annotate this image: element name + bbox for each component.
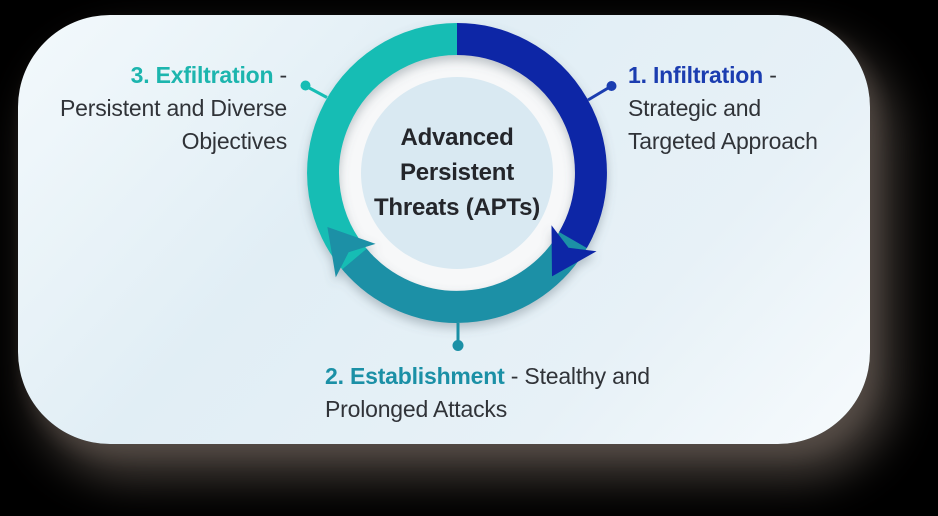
hub-title-line: Persistent <box>399 159 515 186</box>
hub-title-line: Advanced <box>400 124 514 151</box>
step-separator: - <box>273 62 288 88</box>
step-separator: - <box>763 62 777 88</box>
step-name-infiltration: 1. Infiltration <box>628 62 764 88</box>
step-desc-line: Strategic and <box>628 95 761 121</box>
hub-title: Advanced Persistent Threats (APTs) <box>327 120 587 225</box>
connector-exfiltration-dot <box>300 80 311 91</box>
hub-circle-inner <box>361 77 553 269</box>
step-desc-line: Stealthy and <box>524 363 650 389</box>
label-establishment: 2. Establishment - Stealthy and Prolonge… <box>325 360 650 426</box>
step-desc-line: Persistent and Diverse <box>60 95 287 121</box>
label-exfiltration: 3. Exfiltration - Persistent and Diverse… <box>60 59 287 158</box>
step-separator: - <box>504 363 525 389</box>
step-desc-line: Prolonged Attacks <box>325 396 507 422</box>
hub-title-line: Threats (APTs) <box>373 194 541 221</box>
label-infiltration: 1. Infiltration - Strategic and Targeted… <box>628 59 818 158</box>
connector-exfiltration-line <box>306 85 328 99</box>
step-desc-line: Objectives <box>181 128 288 154</box>
arc-exfiltration <box>307 23 458 274</box>
step-desc-line: Targeted Approach <box>628 128 818 154</box>
connector-infiltration-line <box>587 86 610 102</box>
connector-infiltration-dot <box>606 81 617 91</box>
connector-establishment-dot <box>452 340 464 351</box>
step-name-establishment: 2. Establishment <box>325 363 505 389</box>
step-name-exfiltration: 3. Exfiltration <box>130 62 274 88</box>
arc-infiltration <box>456 23 607 277</box>
